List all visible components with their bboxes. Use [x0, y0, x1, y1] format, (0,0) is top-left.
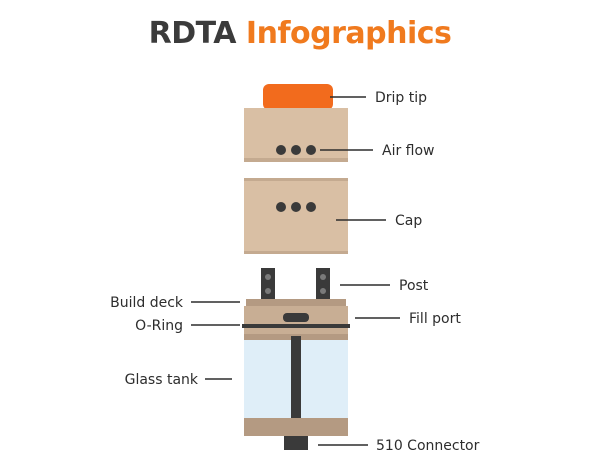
post-screw: [320, 274, 326, 280]
label-o-ring: O-Ring: [135, 318, 183, 334]
fill-port: [283, 313, 309, 322]
post-right: [316, 268, 330, 300]
cap-hole: [276, 202, 286, 212]
drip-tip: [263, 84, 333, 110]
center-tube: [291, 336, 301, 420]
label-glass-tank: Glass tank: [125, 372, 199, 388]
cap-hole: [306, 202, 316, 212]
page-title: RDTA Infographics: [0, 8, 600, 60]
label-post: Post: [399, 278, 429, 294]
build-deck: [246, 299, 346, 307]
air-flow-hole: [276, 145, 286, 155]
title-highlight: Infographics: [245, 16, 452, 51]
label-drip-tip: Drip tip: [375, 90, 427, 106]
label-510-connector: 510 Connector: [376, 438, 480, 454]
cap-body: [244, 178, 348, 254]
connector-510: [284, 436, 308, 450]
title-main: RDTA: [148, 16, 237, 51]
post-screw: [320, 288, 326, 294]
cap-hole: [291, 202, 301, 212]
label-cap: Cap: [395, 213, 422, 229]
top-cap: [244, 108, 348, 162]
air-flow-hole: [306, 145, 316, 155]
post-screw: [265, 274, 271, 280]
top-cap-rim: [244, 158, 348, 162]
cap-bottom-edge: [244, 251, 348, 254]
cap-top-edge: [244, 178, 348, 181]
label-fill-port: Fill port: [409, 311, 461, 327]
base-ring: [244, 418, 348, 436]
post-left: [261, 268, 275, 300]
post-screw: [265, 288, 271, 294]
label-build-deck: Build deck: [110, 295, 184, 311]
o-ring: [242, 324, 350, 328]
air-flow-hole: [291, 145, 301, 155]
label-air-flow: Air flow: [382, 143, 435, 159]
